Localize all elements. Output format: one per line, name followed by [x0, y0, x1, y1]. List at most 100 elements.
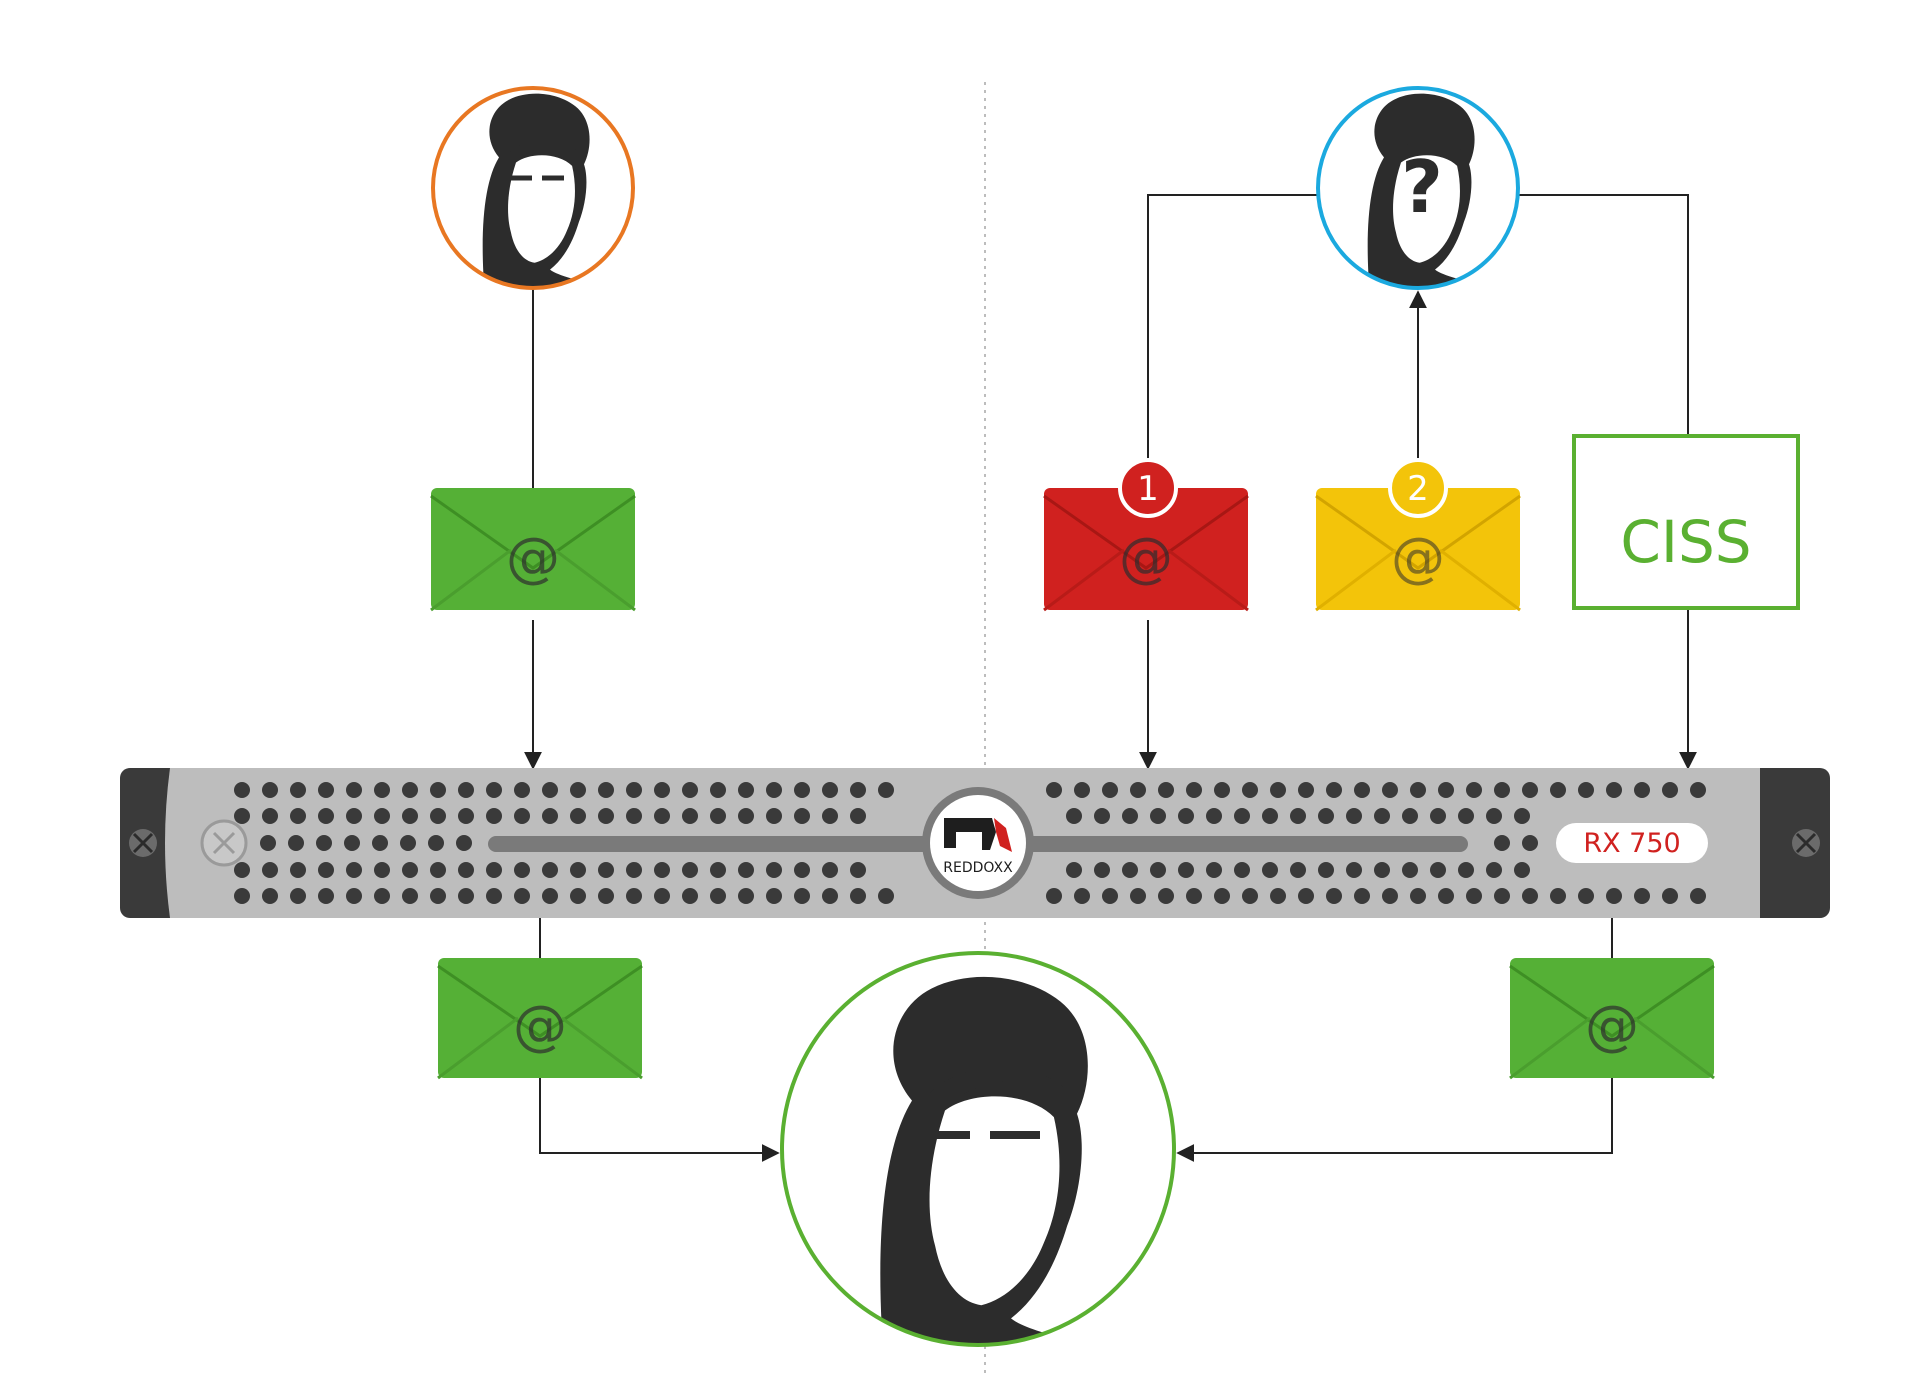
red-envelope: @ 1 [1043, 458, 1249, 612]
vent-hole [1214, 888, 1230, 904]
vent-hole [654, 782, 670, 798]
vent-hole [346, 862, 362, 878]
vent-hole [1690, 782, 1706, 798]
vent-hole [1458, 862, 1474, 878]
delivered-envelope-left: @ [437, 958, 643, 1080]
ciss-label: CISS [1620, 508, 1751, 576]
vent-hole [1234, 862, 1250, 878]
vent-hole [1634, 782, 1650, 798]
vent-hole [766, 782, 782, 798]
yellow-envelope-badge [1388, 458, 1448, 518]
vent-hole [794, 888, 810, 904]
vent-hole [850, 808, 866, 824]
vent-hole [262, 888, 278, 904]
vent-hole [850, 888, 866, 904]
vent-hole [346, 808, 362, 824]
vent-hole [626, 782, 642, 798]
vent-hole [1326, 888, 1342, 904]
vent-holes [234, 782, 1706, 904]
vent-hole [1522, 782, 1538, 798]
vent-hole [878, 782, 894, 798]
vent-hole [1298, 888, 1314, 904]
vent-hole [1514, 862, 1530, 878]
vent-hole [1690, 888, 1706, 904]
vent-hole [1206, 862, 1222, 878]
vent-hole [514, 808, 530, 824]
vent-hole [1318, 862, 1334, 878]
delivered-envelope-right: @ [1509, 958, 1715, 1080]
vent-hole [766, 808, 782, 824]
vent-hole [794, 808, 810, 824]
vent-hole [822, 888, 838, 904]
vent-hole [682, 782, 698, 798]
mail-envelope-icon: @ [506, 526, 560, 589]
vent-hole [822, 862, 838, 878]
vent-hole [570, 862, 586, 878]
vent-hole [1402, 862, 1418, 878]
vent-hole [1550, 782, 1566, 798]
vent-hole [346, 782, 362, 798]
vent-hole [346, 888, 362, 904]
vent-hole [458, 888, 474, 904]
vent-hole [794, 862, 810, 878]
vent-hole [262, 782, 278, 798]
unknown-question-mark: ? [1401, 145, 1443, 229]
vent-hole [1346, 862, 1362, 878]
vent-hole [1094, 808, 1110, 824]
person-portrait-icon [880, 976, 1110, 1345]
vent-hole [598, 808, 614, 824]
vent-hole [402, 862, 418, 878]
vent-hole [1242, 782, 1258, 798]
vent-hole [598, 888, 614, 904]
vent-hole [374, 808, 390, 824]
vent-hole [710, 782, 726, 798]
vent-hole [1458, 808, 1474, 824]
vent-hole [738, 808, 754, 824]
vent-hole [1494, 835, 1510, 851]
vent-hole [1430, 808, 1446, 824]
vent-hole [1486, 862, 1502, 878]
vent-hole [542, 782, 558, 798]
mail-envelope-icon: @ [513, 994, 567, 1057]
vent-hole [290, 862, 306, 878]
rx750-server: REDDOXX RX 750 [120, 768, 1830, 918]
vent-hole [1430, 862, 1446, 878]
vent-hole [1158, 782, 1174, 798]
vent-hole [1438, 782, 1454, 798]
vent-hole [1066, 808, 1082, 824]
vent-hole [570, 888, 586, 904]
vent-hole [1522, 835, 1538, 851]
vent-hole [1382, 782, 1398, 798]
vent-hole [1242, 888, 1258, 904]
vent-hole [1374, 808, 1390, 824]
vent-hole [1550, 888, 1566, 904]
vent-hole [1178, 808, 1194, 824]
vent-hole [1290, 862, 1306, 878]
vent-hole [570, 808, 586, 824]
vent-hole [1354, 782, 1370, 798]
reddoxx-logo-text: REDDOXX [943, 860, 1013, 876]
vent-hole [598, 782, 614, 798]
vent-hole [766, 888, 782, 904]
vent-hole [514, 862, 530, 878]
vent-hole [1298, 782, 1314, 798]
vent-hole [290, 782, 306, 798]
vent-hole [344, 835, 360, 851]
vent-hole [1074, 782, 1090, 798]
mail-envelope-icon: @ [1585, 994, 1639, 1057]
vent-hole [1130, 888, 1146, 904]
vent-hole [1262, 808, 1278, 824]
vent-hole [428, 835, 444, 851]
vent-hole [1046, 782, 1062, 798]
vent-hole [1206, 808, 1222, 824]
vent-hole [1374, 862, 1390, 878]
vent-hole [458, 808, 474, 824]
vent-hole [794, 782, 810, 798]
red-envelope-badge [1118, 458, 1178, 518]
sender-avatar [431, 86, 635, 290]
vent-hole [1578, 888, 1594, 904]
vent-hole [234, 888, 250, 904]
vent-hole [1382, 888, 1398, 904]
vent-hole [1494, 888, 1510, 904]
vent-hole [1074, 888, 1090, 904]
